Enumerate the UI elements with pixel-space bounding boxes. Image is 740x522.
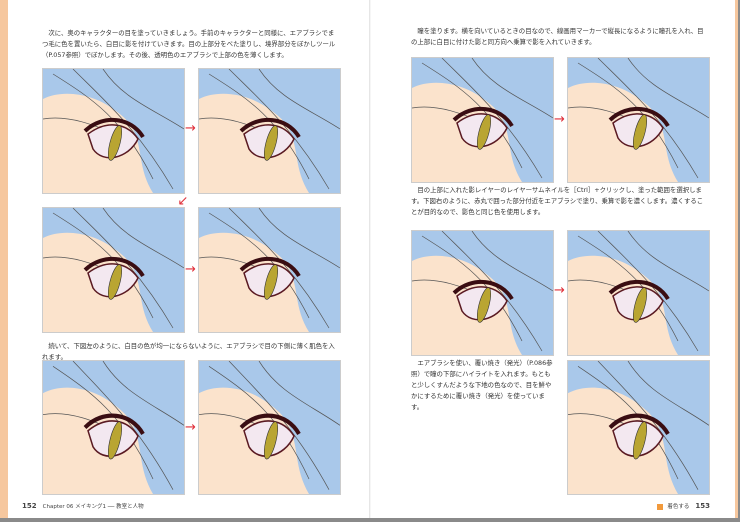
arrow-right-icon: → <box>185 262 196 277</box>
illustration-step-4 <box>198 207 341 333</box>
illustration-step-8 <box>567 57 710 183</box>
illustration-step-9 <box>411 230 554 356</box>
running-head: Chapter 06 メイキング1 ── 教室と人物 <box>42 504 144 510</box>
illustration-step-11 <box>567 360 710 495</box>
page-number: 152 <box>22 502 37 510</box>
illustration-step-7 <box>411 57 554 183</box>
arrow-right-icon: → <box>554 112 565 127</box>
running-head: 着色する <box>667 504 690 510</box>
illustration-step-6 <box>198 360 341 495</box>
illustration-step-1 <box>42 68 185 194</box>
illustration-step-3 <box>42 207 185 333</box>
page-edge <box>735 0 738 518</box>
page-number: 153 <box>695 502 710 510</box>
right-paragraph-3: エアブラシを使い、覆い焼き（発光）（P.086参照）で瞳の下部にハイライトを入れ… <box>411 359 553 411</box>
page-edge <box>0 0 8 518</box>
left-paragraph-1: 次に、奥のキャラクターの目を塗っていきましょう。手前のキャラクターと同様に、エア… <box>42 29 336 59</box>
arrow-right-icon: → <box>185 121 196 136</box>
left-footer: 152 Chapter 06 メイキング1 ── 教室と人物 <box>22 502 144 510</box>
right-paragraph-2: 目の上部に入れた影レイヤーのレイヤーサムネイルを［Ctrl］+クリックし、塗った… <box>411 186 704 216</box>
arrow-right-icon: → <box>554 283 565 298</box>
left-paragraph-2: 続いて、下図左のように、白目の色が均一にならないように、エアブラシで目の下側に薄… <box>42 342 335 361</box>
illustration-step-5 <box>42 360 185 495</box>
right-footer: 着色する 153 <box>657 502 716 510</box>
section-marker-icon <box>657 503 664 510</box>
right-paragraph-1: 瞳を塗ります。横を向いているときの目なので、線画用マーカーで縦長になるように瞳孔… <box>411 27 704 46</box>
illustration-step-10 <box>567 230 710 356</box>
arrow-right-icon: → <box>185 420 196 435</box>
gutter <box>369 0 371 518</box>
illustration-step-2 <box>198 68 341 194</box>
